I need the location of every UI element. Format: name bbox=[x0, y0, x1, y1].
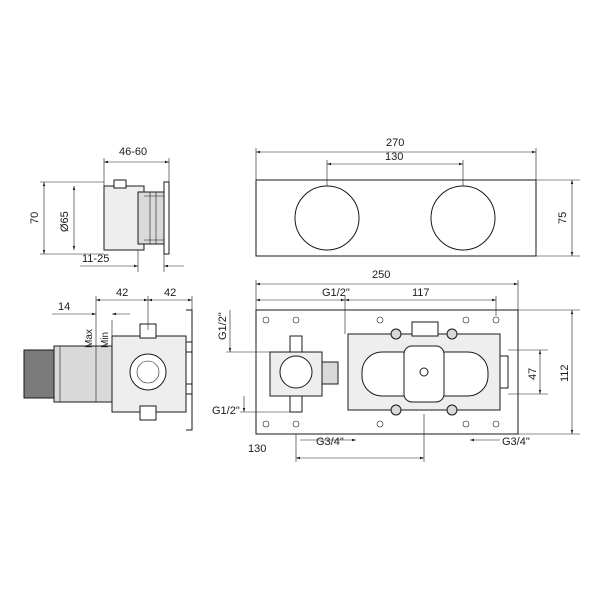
label-g34-left: G3/4" bbox=[316, 436, 344, 448]
dim-46-60: 46-60 bbox=[119, 146, 147, 158]
wall-plate-side bbox=[163, 181, 170, 255]
knob-top bbox=[113, 179, 127, 189]
label-g12-left: G1/2" bbox=[217, 312, 229, 340]
dim-42-left: 42 bbox=[116, 287, 128, 299]
mounting-holes bbox=[262, 316, 500, 428]
side-view-bottom: Max Min 42 42 14 bbox=[23, 287, 193, 431]
label-max: Max bbox=[84, 329, 95, 348]
label-g12-top: G1/2" bbox=[322, 287, 350, 299]
bottom-fitting bbox=[139, 405, 157, 421]
dim-75: 75 bbox=[557, 212, 569, 224]
dim-diameter-65: Ø65 bbox=[59, 211, 71, 232]
left-valve-port bbox=[279, 355, 313, 389]
dim-42-right: 42 bbox=[164, 287, 176, 299]
right-knob bbox=[430, 185, 496, 251]
side-view-top: 46-60 70 Ø65 11-25 bbox=[29, 146, 184, 272]
dim-70: 70 bbox=[29, 212, 41, 224]
dim-47: 47 bbox=[527, 368, 539, 380]
dim-270: 270 bbox=[386, 137, 404, 149]
label-g12-left-bottom: G1/2" bbox=[212, 405, 240, 417]
top-cap bbox=[411, 321, 439, 337]
dim-112: 112 bbox=[559, 364, 571, 382]
dim-250: 250 bbox=[372, 269, 390, 281]
handle-stub bbox=[23, 349, 55, 399]
plate-front-view: 270 130 75 bbox=[255, 137, 580, 257]
cartridge-body bbox=[103, 185, 145, 251]
dim-130-bottom: 130 bbox=[248, 443, 266, 455]
dim-130-top: 130 bbox=[385, 151, 403, 163]
handle-part bbox=[137, 191, 165, 245]
dim-117: 117 bbox=[412, 287, 430, 299]
label-min: Min bbox=[100, 332, 111, 348]
dim-11-25: 11-25 bbox=[82, 253, 109, 265]
left-knob bbox=[294, 185, 360, 251]
label-g34-right: G3/4" bbox=[502, 436, 530, 448]
side-outlet bbox=[499, 355, 509, 389]
body-front-view: 250 G1/2" 117 G1/2" G1/2" 130 G3/4" G3/4… bbox=[212, 269, 580, 462]
housing-bolts bbox=[390, 328, 458, 416]
valve-neck bbox=[53, 345, 113, 403]
mounting-bracket bbox=[186, 309, 193, 431]
valve-port bbox=[129, 353, 167, 391]
dim-14: 14 bbox=[58, 301, 70, 313]
